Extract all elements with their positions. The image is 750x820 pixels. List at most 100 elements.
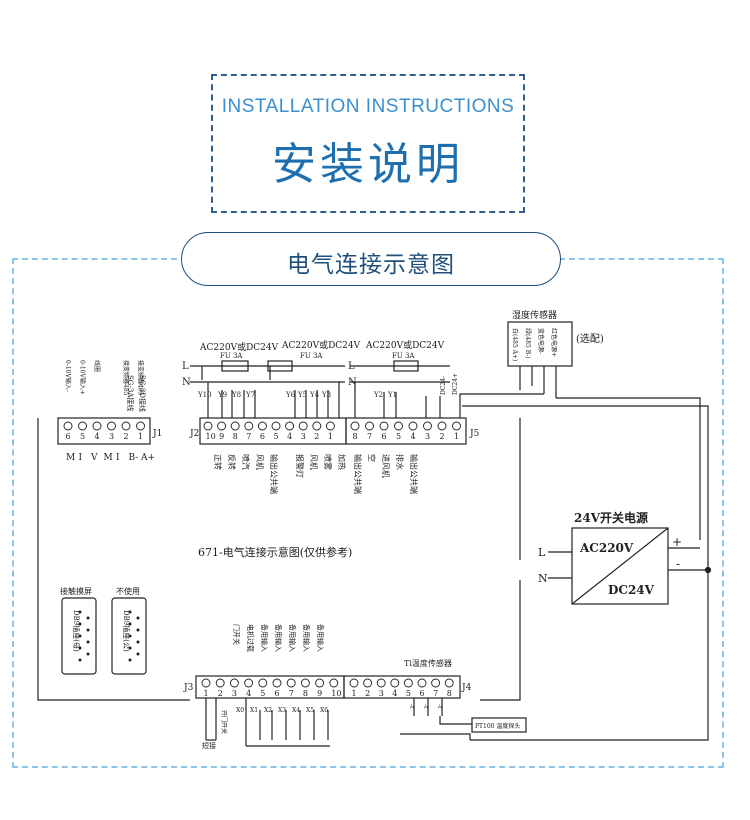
j2-relay-label: Y7 [245, 391, 255, 399]
db9-pin-dot [128, 610, 132, 614]
j3-input-label: 备用输入 [260, 624, 269, 652]
j3-pin-number: 6 [275, 689, 280, 698]
j2-pin-number: 6 [260, 432, 265, 441]
j2-output-label: 加热 [337, 454, 347, 470]
psu-L: L [538, 546, 546, 559]
j5-N: N [348, 377, 357, 388]
j4-mark: -t [436, 704, 443, 709]
j3-pin-circle [329, 678, 339, 688]
j2-pin-circle [271, 421, 281, 431]
db9-pin-dot [78, 646, 82, 650]
psu-minus: - [676, 557, 680, 571]
j2-pin-number: 5 [274, 432, 279, 441]
j4-pin-number: 8 [447, 689, 452, 698]
db9-right [111, 597, 147, 675]
j2-pin-circle [217, 421, 227, 431]
j2-N: N [182, 377, 191, 388]
j5-supply: AC220V或DC24V [365, 339, 445, 351]
j1-pin-circle [107, 421, 116, 431]
j5-pin-circle [379, 421, 389, 431]
j2-output-label: 输出公共端 [269, 454, 279, 494]
j3-x-label: X2 [264, 707, 272, 714]
header-title-en: INSTALLATION INSTRUCTIONS [221, 96, 515, 117]
j5-pin-circle [394, 421, 403, 431]
j4-mark: -t [408, 704, 415, 709]
j5-pin-number: 3 [425, 432, 430, 441]
db9-pin-dot [78, 622, 82, 626]
j1-bottom-label: I [116, 453, 120, 463]
j5-output-label: 进风机 [381, 454, 391, 478]
db9-pin-dot [136, 628, 140, 632]
pin-circles [63, 421, 461, 688]
db9-pin-dot [78, 610, 82, 614]
db9-pin-dot [86, 640, 90, 644]
j2-output-label: 风机 [309, 454, 319, 470]
j2-relay-label: Y9 [217, 391, 227, 399]
humidity-wire-label: 红色电源+ [550, 328, 558, 357]
j3-pin-number: 1 [204, 689, 209, 698]
header-frame: INSTALLATION INSTRUCTIONS 安装说明 [211, 74, 525, 213]
j3-switch: 开门开关 [220, 710, 228, 734]
j5-pin-number: 4 [411, 432, 416, 441]
j2-relay-label: Y6 [285, 391, 296, 399]
j4-pin-number: 2 [365, 689, 370, 698]
j2-relay-label: Y4 [309, 391, 320, 399]
db9-pin-dot [78, 658, 82, 662]
j2-pin-circle [298, 421, 308, 431]
j5-output-label: 排水 [395, 454, 405, 470]
j1-pin-number: 6 [66, 432, 71, 441]
j5-pin-circle [423, 421, 432, 431]
j2-relay-label: Y5 [297, 391, 307, 399]
j4-pin-circle [431, 678, 441, 688]
humidity-sensor-box [507, 321, 573, 367]
j5-pin-circle [452, 421, 461, 431]
j2-pin-number: 7 [246, 432, 251, 441]
j1-bottom-label: A+ [140, 453, 155, 463]
j3-x-label: X1 [250, 707, 258, 714]
j1-name: J1 [152, 429, 162, 439]
j3-input-label: 门开关 [232, 624, 241, 645]
j2-supply: AC220V或DC24V [199, 341, 279, 353]
psu-title: 24V开关电源 [574, 510, 648, 525]
j2-output-label: 正转 [213, 454, 223, 470]
db9-pin-dot [128, 658, 132, 662]
db9-pin-dot [136, 640, 140, 644]
humidity-optional: (选配) [576, 332, 604, 345]
db9-pin-dot [136, 652, 140, 656]
j2-pin-circle [244, 421, 254, 431]
db9-pin-dot [136, 616, 140, 620]
humidity-wire-label: 白(485 A+) [511, 328, 519, 361]
j4-sensor: Ti温度传感器 [404, 658, 452, 668]
j3-pin-number: 2 [218, 689, 223, 698]
j4-pin-number: 1 [352, 689, 357, 698]
j3-short: 短接 [202, 741, 216, 750]
j2-pin-number: 3 [301, 432, 306, 441]
j5-pin-circle [350, 421, 360, 431]
j3-pin-number: 8 [303, 689, 308, 698]
j4-pin-circle [444, 678, 454, 688]
humidity-wire-label: 蓝色电源- [537, 328, 545, 354]
j5-dc-plus: DC24+ [452, 373, 459, 395]
j3-pin-circle [315, 678, 325, 688]
humidity-wire-label: 绿(485 B-) [524, 328, 532, 359]
j4-pin-circle [390, 678, 400, 688]
j2-pin-circle [203, 421, 213, 431]
j1-note1: SG-3A接线 [126, 375, 135, 411]
db9-left [61, 597, 97, 675]
diagram-caption: 671-电气连接示意图(仅供参考) [198, 545, 352, 559]
j2-pin-number: 10 [206, 432, 216, 441]
j2-relay-label: Y10 [197, 391, 212, 399]
j1-note2: SG-3D接线 [138, 375, 147, 412]
j1-bottom-label: I [79, 453, 83, 463]
j5-pin-number: 5 [396, 432, 401, 441]
j2-supply-2: AC220V或DC24V [281, 339, 361, 351]
j1-pin-number: 4 [95, 432, 100, 441]
j5-pin-circle [408, 421, 418, 431]
db9-pin-dot [128, 622, 132, 626]
j5-output-label: 空 [367, 454, 377, 462]
j4-pin-number: 3 [379, 689, 384, 698]
psu-input: AC220V [579, 541, 634, 555]
j5-connector [345, 417, 467, 445]
j1-signal-label: 0-10V输入+ [79, 360, 87, 395]
j3-pin-circle [244, 678, 254, 688]
